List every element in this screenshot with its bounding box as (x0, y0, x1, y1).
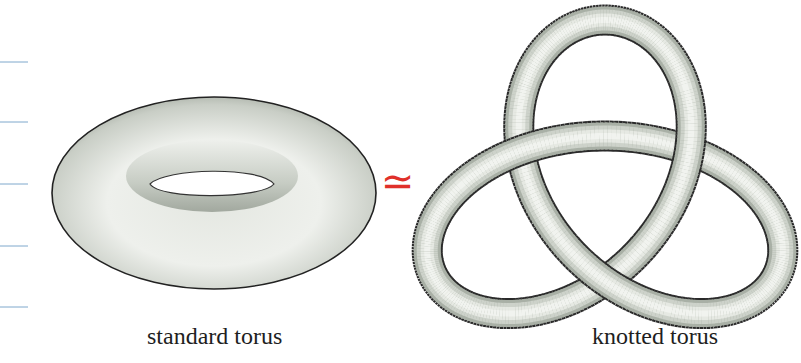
knotted-torus (427, 20, 783, 314)
standard-torus (52, 97, 376, 289)
notebook-lines (0, 62, 28, 307)
